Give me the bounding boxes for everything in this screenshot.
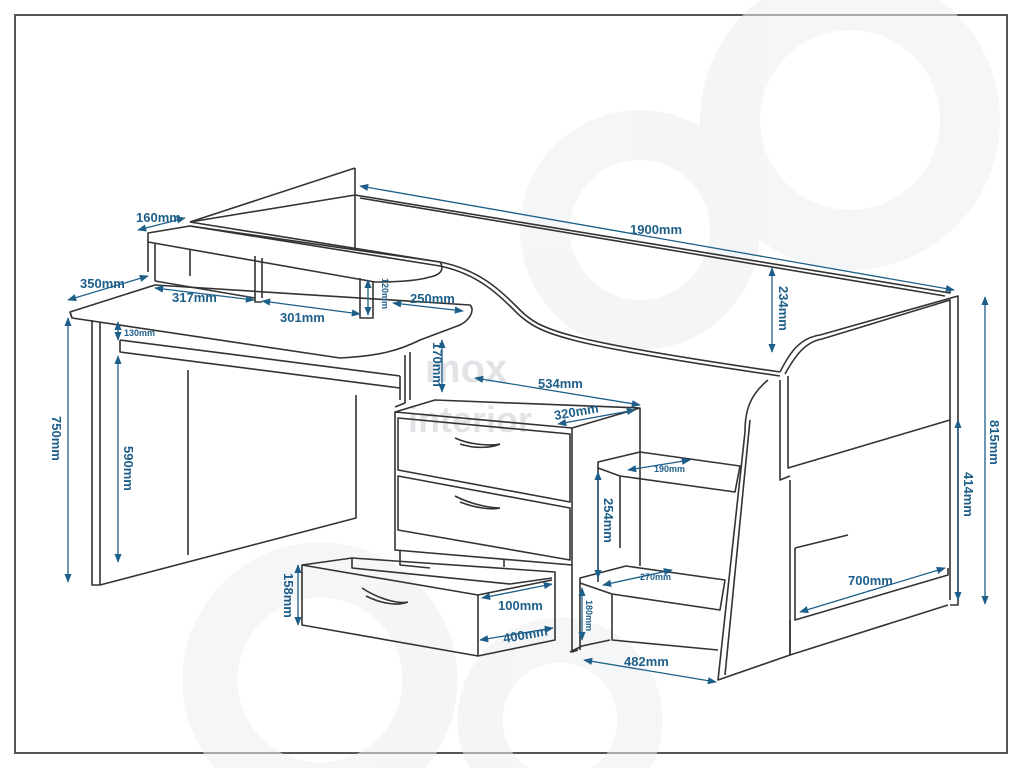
dim-100: 100mm <box>498 598 543 613</box>
dim-130: 130mm <box>124 328 155 338</box>
dim-158: 158mm <box>281 573 296 618</box>
dim-234: 234mm <box>776 286 791 331</box>
dimension-labels: 160mm 350mm 317mm 301mm 120mm 250mm 130m… <box>49 210 1002 669</box>
dim-301: 301mm <box>280 310 325 325</box>
dim-254: 254mm <box>601 498 616 543</box>
dim-590: 590mm <box>121 446 136 491</box>
dim-120: 120mm <box>380 278 390 309</box>
dim-270: 270mm <box>640 572 671 582</box>
watermark: mox interior <box>182 0 1000 768</box>
dim-170: 170mm <box>430 342 445 387</box>
dim-815: 815mm <box>987 420 1002 465</box>
dim-482: 482mm <box>624 654 669 669</box>
dim-320: 320mm <box>553 400 600 423</box>
dim-534: 534mm <box>538 376 583 391</box>
dim-190: 190mm <box>654 464 685 474</box>
dim-1900: 1900mm <box>630 222 682 237</box>
frame-tick <box>14 100 16 106</box>
dim-750: 750mm <box>49 416 64 461</box>
dim-317: 317mm <box>172 290 217 305</box>
dim-414: 414mm <box>961 472 976 517</box>
dim-160: 160mm <box>136 210 181 225</box>
dimension-lines <box>64 183 989 685</box>
dim-700: 700mm <box>848 573 893 588</box>
dim-250: 250mm <box>410 291 455 306</box>
dim-180: 180mm <box>584 600 594 631</box>
dim-350: 350mm <box>80 276 125 291</box>
